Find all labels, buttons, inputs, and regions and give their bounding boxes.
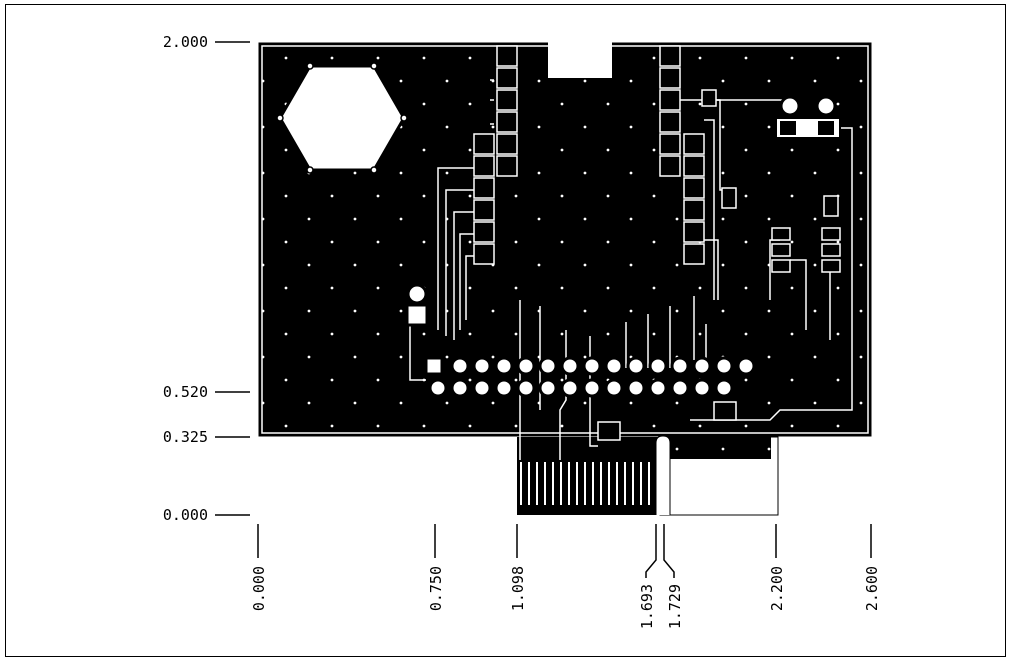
hex-vias: [276, 62, 408, 174]
x-dimension-ticks: [257, 524, 872, 578]
x-label-0750: 0.750: [427, 566, 445, 611]
header-pins: [424, 356, 756, 398]
edge-connector-fingers: [520, 462, 650, 505]
x-label-1693: 1.693: [638, 584, 656, 629]
jumper-left: [405, 283, 429, 327]
x-label-1098: 1.098: [509, 566, 527, 611]
right-pad-column: [659, 45, 705, 265]
y-dimension-ticks: [215, 41, 250, 516]
smd-components: [597, 89, 841, 441]
y-label-0325: 0.325: [163, 428, 208, 446]
x-label-1729: 1.729: [666, 584, 684, 629]
left-pad-column: [473, 45, 518, 265]
connector-top-right: [775, 95, 841, 139]
y-label-0000: 0.000: [163, 506, 208, 524]
copper-traces: [409, 79, 853, 460]
y-label-2000: 2.000: [163, 33, 208, 51]
x-label-2600: 2.600: [863, 566, 881, 611]
board-notch: [548, 42, 612, 78]
x-label-0000: 0.000: [250, 566, 268, 611]
y-label-0520: 0.520: [163, 383, 208, 401]
x-label-2200: 2.200: [768, 566, 786, 611]
edge-connector: [517, 437, 660, 515]
